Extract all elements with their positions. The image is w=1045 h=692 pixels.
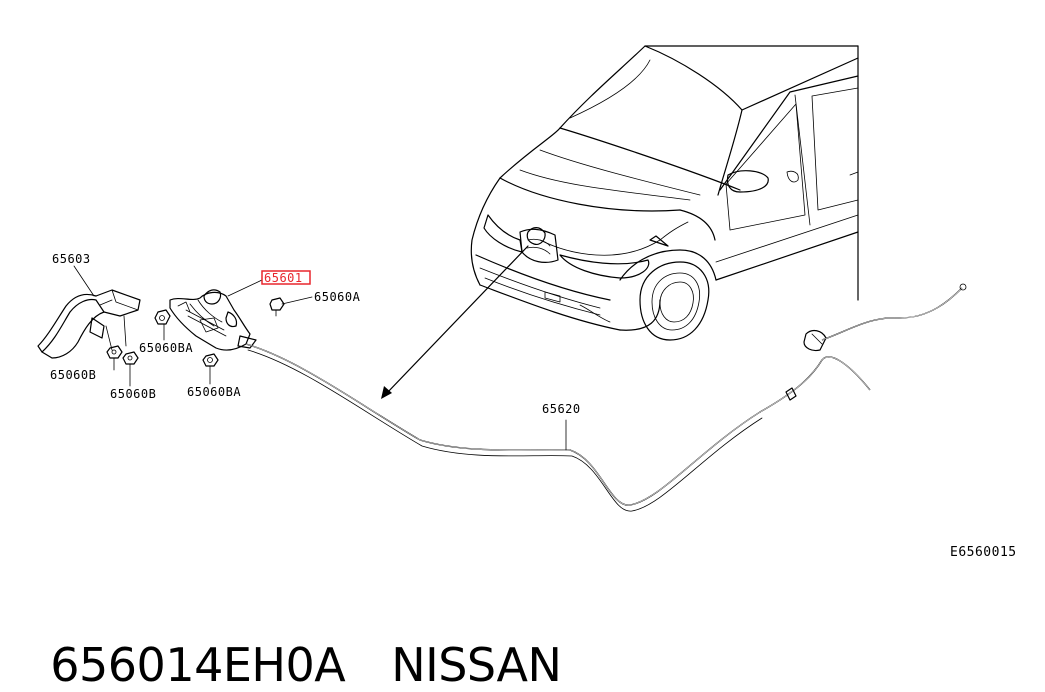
location-arrow (381, 245, 529, 399)
part-number: 656014EH0A (50, 638, 346, 692)
leader-lines (73, 265, 313, 387)
nut-65060B-left (106, 345, 123, 359)
hood-lock-cable (245, 283, 967, 512)
label-65620[interactable]: 65620 (542, 402, 581, 416)
brand-name: NISSAN (391, 638, 562, 692)
label-65603[interactable]: 65603 (52, 252, 91, 266)
label-65601[interactable]: 65601 (264, 271, 303, 285)
hood-lock-bracket (37, 289, 141, 359)
label-65060BA-left[interactable]: 65060BA (139, 341, 193, 355)
hood-lock-assembly (169, 289, 257, 351)
clip-65060A (269, 297, 285, 317)
label-65060BA-lower[interactable]: 65060BA (187, 385, 241, 399)
bolt-65060BA-left (154, 309, 171, 325)
label-65060A[interactable]: 65060A (314, 290, 361, 304)
diagram-code: E6560015 (950, 545, 1017, 560)
label-65060B-left[interactable]: 65060B (50, 368, 96, 382)
bolt-65060BA-lower (202, 353, 219, 367)
footer-caption: 656014EH0A NISSAN (22, 596, 562, 692)
callout-labels: 65603 65601 65060A 65060BA 65060B 65060B… (50, 252, 1017, 560)
label-65060B-right[interactable]: 65060B (110, 387, 156, 401)
label-65601-highlight (261, 270, 311, 285)
vehicle-illustration (470, 45, 859, 341)
nut-65060B-right (122, 351, 139, 365)
